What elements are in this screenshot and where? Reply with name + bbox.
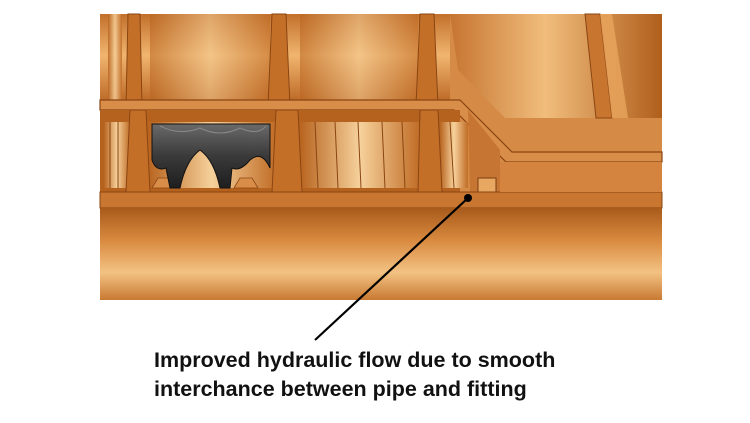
caption-line-2: interchance between pipe and fitting <box>154 377 527 401</box>
caption: Improved hydraulic flow due to smooth in… <box>154 346 714 404</box>
fitting-socket-upper <box>450 13 662 119</box>
pipe-bottom-wall <box>99 162 663 300</box>
leader-line <box>314 197 469 341</box>
upper-corrugation-band <box>100 13 450 107</box>
leader-callout <box>314 194 472 341</box>
sealing-gasket <box>151 123 271 189</box>
caption-line-1: Improved hydraulic flow due to smooth <box>154 348 556 372</box>
leader-dot <box>464 194 472 202</box>
